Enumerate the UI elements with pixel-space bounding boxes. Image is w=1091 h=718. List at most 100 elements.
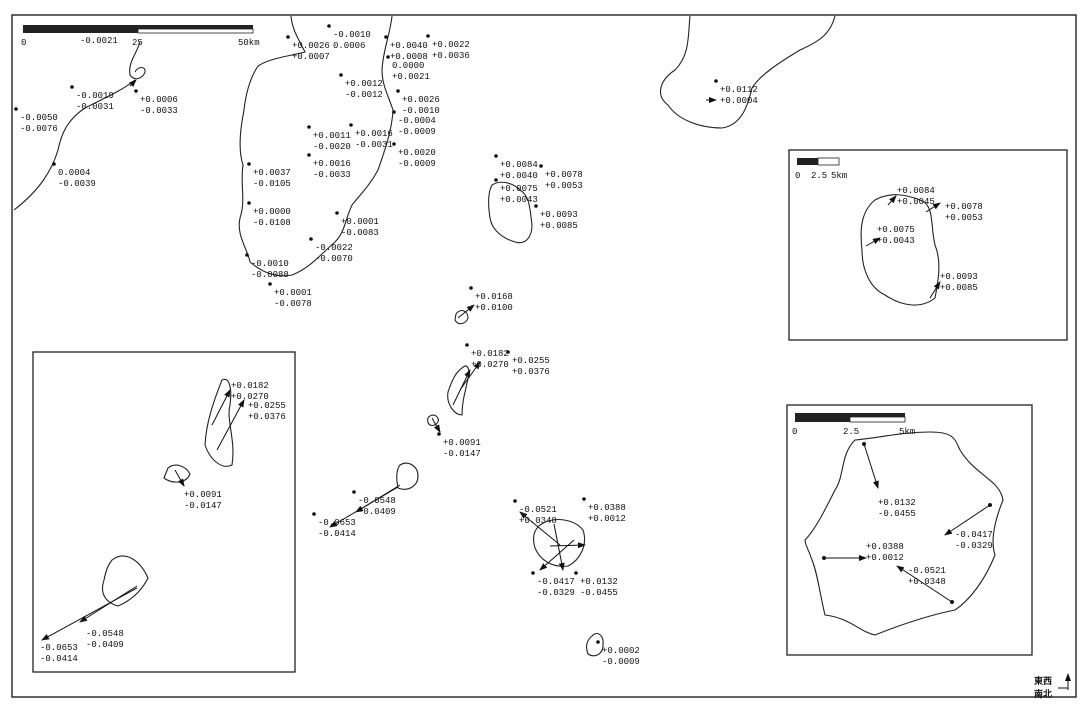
station-marker bbox=[245, 253, 249, 257]
station-marker bbox=[396, 89, 400, 93]
station-marker bbox=[309, 237, 313, 241]
legend-south-north: 南北 bbox=[1034, 688, 1052, 700]
vector-label-south-north: -0.0009 bbox=[602, 657, 640, 667]
vector-label-east-west: +0.0093 bbox=[540, 210, 578, 220]
island-5 bbox=[396, 462, 419, 490]
vector-label-east-west: -0.0019 bbox=[76, 91, 114, 101]
station-marker bbox=[268, 282, 272, 286]
station-marker bbox=[506, 350, 510, 354]
station-marker bbox=[437, 432, 441, 436]
station-marker bbox=[312, 512, 316, 516]
station-marker bbox=[307, 153, 311, 157]
inset-top-right: 0 2.5 5km +0.0084+0.0045+0.0078+0.0053+0… bbox=[788, 149, 1068, 341]
vector-label-south-north: +0.0021 bbox=[392, 72, 430, 82]
vector-label-east-west: 0.0004 bbox=[58, 168, 90, 178]
station-marker bbox=[384, 35, 388, 39]
vector-label-south-north: -0.0078 bbox=[274, 299, 312, 309]
scale-tick: 0 bbox=[21, 38, 26, 48]
vector-label-east-west: +0.0084 bbox=[897, 186, 935, 196]
station-marker bbox=[247, 162, 251, 166]
station-marker bbox=[714, 79, 718, 83]
vector-label-south-north: +0.0348 bbox=[519, 516, 557, 526]
vector-label-south-north: -0.0409 bbox=[86, 640, 124, 650]
station-marker bbox=[426, 34, 430, 38]
vector-label-east-west: +0.0000 bbox=[253, 207, 291, 217]
vector-label-east-west: -0.0521 bbox=[519, 505, 557, 515]
vector-label-east-west: -0.0010 bbox=[333, 30, 371, 40]
vector-label-south-north: -0.0020 bbox=[313, 142, 351, 152]
vector-label-east-west: +0.0132 bbox=[878, 498, 916, 508]
vector-label-east-west: -0.0653 bbox=[40, 643, 78, 653]
station-marker bbox=[307, 125, 311, 129]
vector-label-east-west: +0.0091 bbox=[443, 438, 481, 448]
vector-label-south-north: -0.0083 bbox=[341, 228, 379, 238]
vector-label-east-west: +0.0020 bbox=[398, 148, 436, 158]
vector-label-east-west: +0.0182 bbox=[231, 381, 269, 391]
station-marker bbox=[574, 571, 578, 575]
station-marker bbox=[247, 201, 251, 205]
vector-label-south-north: -0.0076 bbox=[20, 124, 58, 134]
vector-label-east-west: +0.0026 bbox=[402, 95, 440, 105]
vector-label-east-west: +0.0182 bbox=[471, 349, 509, 359]
vector-label-east-west: +0.0006 bbox=[140, 95, 178, 105]
vector-label-east-west: +0.0093 bbox=[940, 272, 978, 282]
island-7 bbox=[586, 633, 604, 657]
vector-label-east-west: +0.0255 bbox=[512, 356, 550, 366]
vector-labels-main: -0.00100.0006+0.0026+0.0007+0.0040+0.000… bbox=[14, 24, 758, 667]
vector-label-south-north: -0.0010 bbox=[402, 106, 440, 116]
station-marker bbox=[349, 123, 353, 127]
vector-label-south-north: -0.0329 bbox=[955, 541, 993, 551]
scale-tick: 0 bbox=[795, 171, 800, 181]
station-marker bbox=[539, 164, 543, 168]
vector-label-south-north: -0.0329 bbox=[537, 588, 575, 598]
vector-label-east-west: +0.0112 bbox=[720, 85, 758, 95]
vector-label-south-north: +0.0043 bbox=[877, 236, 915, 246]
vector-label-south-north: -0.0033 bbox=[140, 106, 178, 116]
station-marker bbox=[494, 154, 498, 158]
vector-label-south-north: -0.0414 bbox=[40, 654, 78, 664]
vector-label-east-west: -0.0417 bbox=[537, 577, 575, 587]
station-marker bbox=[286, 35, 290, 39]
vector-label-south-north: +0.0376 bbox=[248, 412, 286, 422]
vector-label-east-west: +0.0026 bbox=[292, 41, 330, 51]
scale-tick: 25 bbox=[132, 38, 143, 48]
station-marker bbox=[469, 286, 473, 290]
vector-label-south-north: -0.0409 bbox=[358, 507, 396, 517]
vector-label-east-west: +0.0012 bbox=[345, 79, 383, 89]
vector-label-south-north: -0.0009 bbox=[398, 127, 436, 137]
station-marker bbox=[386, 55, 390, 59]
vector-label-east-west: +0.0255 bbox=[248, 401, 286, 411]
vector-label-south-north: +0.0043 bbox=[500, 195, 538, 205]
scale-tick: 0 bbox=[792, 427, 797, 437]
vector-label-south-north: -0.0108 bbox=[253, 218, 291, 228]
vector-label-south-north: -0.0031 bbox=[355, 140, 393, 150]
vector-label-east-west: -0.0417 bbox=[955, 530, 993, 540]
scale-tick: 2.5 bbox=[811, 171, 827, 181]
island-4 bbox=[427, 414, 439, 427]
station-marker bbox=[513, 499, 517, 503]
vector-label-east-west: +0.0075 bbox=[500, 184, 538, 194]
vector-label-east-west: +0.0022 bbox=[432, 40, 470, 50]
scale-tick: 50km bbox=[238, 38, 260, 48]
vector-label-south-north: -0.0039 bbox=[58, 179, 96, 189]
vector-label-south-north: +0.0045 bbox=[897, 197, 935, 207]
vector-label-east-west: +0.0016 bbox=[355, 129, 393, 139]
station-marker bbox=[70, 85, 74, 89]
coastline-peninsula bbox=[238, 15, 394, 277]
station-marker bbox=[134, 89, 138, 93]
direction-legend: 東西 南北 bbox=[1034, 673, 1071, 700]
vector-label-east-west: -0.0022 bbox=[315, 243, 353, 253]
main-arrows bbox=[128, 79, 717, 571]
vector-label-south-north: +0.0036 bbox=[432, 51, 470, 61]
island-1 bbox=[488, 181, 533, 244]
vector-label-south-north: -0.0088 bbox=[251, 270, 289, 280]
vector-label-east-west: +0.0388 bbox=[866, 542, 904, 552]
vector-label-south-north: -0.0070 bbox=[315, 254, 353, 264]
inset-bottom-right: 0 2.5 5km +0.0132-0.0455+0.0388+0.0012-0… bbox=[786, 404, 1033, 656]
vector-label-east-west: +0.0091 bbox=[184, 490, 222, 500]
station-marker bbox=[14, 107, 18, 111]
vector-label-south-north: +0.0085 bbox=[540, 221, 578, 231]
vector-label-south-north: +0.0376 bbox=[512, 367, 550, 377]
vector-label-east-west: -0.0521 bbox=[908, 566, 946, 576]
vector-label-south-north: -0.0455 bbox=[580, 588, 618, 598]
